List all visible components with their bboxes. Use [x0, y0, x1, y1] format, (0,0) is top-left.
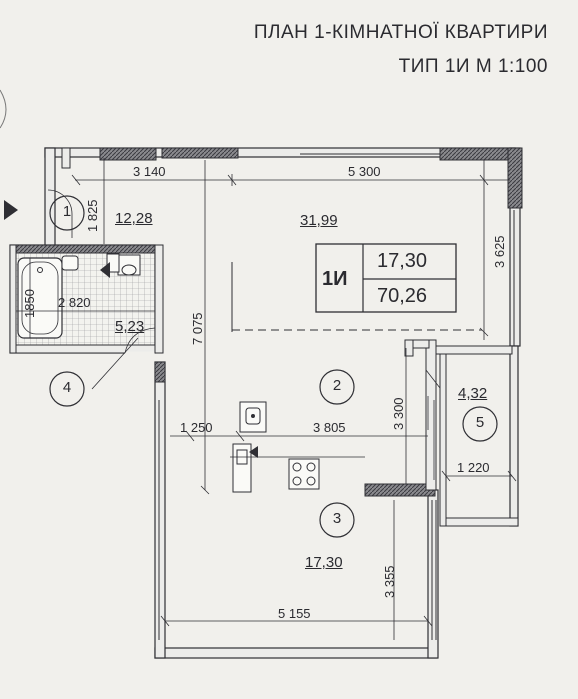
balcony [425, 339, 519, 527]
dim-3805: 3 805 [313, 420, 346, 435]
living-area-value: 17,30 [377, 250, 428, 272]
dim-1850: 1850 [22, 289, 37, 318]
dim-3140: 3 140 [133, 164, 166, 179]
total-area-value: 70,26 [377, 285, 428, 307]
room-number-3: 3 [332, 510, 342, 527]
dim-7075: 7 075 [190, 312, 205, 345]
dim-5155: 5 155 [278, 606, 311, 621]
entrance-arrow-icon [4, 200, 18, 220]
plan-subtitle: ТИП 1И М 1:100 [398, 56, 548, 77]
dim-3300: 3 300 [391, 397, 406, 430]
edge-arc [0, 89, 7, 129]
dim-1220: 1 220 [457, 460, 490, 475]
bathroom [9, 244, 156, 355]
room-number-5: 5 [475, 414, 485, 431]
room-1-area: 12,28 [115, 210, 153, 227]
dimension-lines [16, 158, 517, 640]
stove-icon [288, 458, 320, 490]
summary-box [315, 243, 457, 313]
room-2-area: 31,99 [300, 212, 338, 229]
plan-title: ПЛАН 1-КІМНАТНОЇ КВАРТИРИ [253, 22, 548, 43]
structural-columns [99, 147, 523, 497]
room4-leader [91, 337, 139, 390]
dim-3355: 3 355 [382, 565, 397, 598]
boiler-icon [232, 443, 252, 493]
bathtub-icon [17, 257, 63, 339]
room-number-1: 1 [62, 203, 72, 220]
interior-partitions [61, 147, 164, 354]
room-number-2: 2 [332, 377, 342, 394]
dim-2820: 2 820 [58, 295, 91, 310]
apartment-type-code: 1И [322, 268, 348, 290]
dim-1250: 1 250 [180, 420, 213, 435]
dim-5300: 5 300 [348, 164, 381, 179]
room-marker-circles [49, 195, 498, 538]
dim-1825: 1 825 [85, 199, 100, 232]
windows [158, 147, 515, 640]
room-5-area: 4,32 [458, 385, 488, 402]
room-number-4: 4 [62, 379, 72, 396]
kitchen-fixtures [230, 401, 365, 493]
sink-icon [61, 255, 79, 271]
dim-3625: 3 625 [492, 235, 507, 268]
room-4-area: 5,23 [115, 318, 145, 335]
room-3-area: 17,30 [305, 554, 343, 571]
